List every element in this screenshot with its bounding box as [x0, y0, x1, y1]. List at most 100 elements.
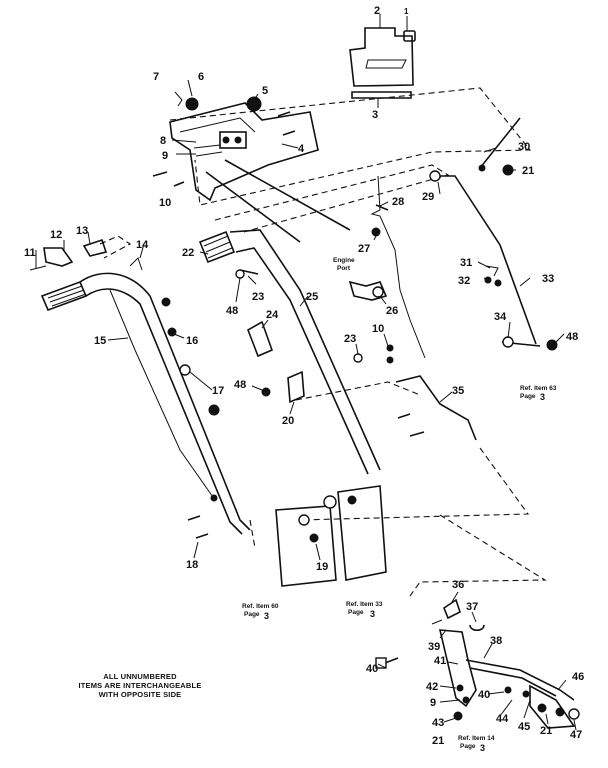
callout-14: 14: [136, 239, 149, 251]
leader-lines: [35, 79, 577, 731]
callout-30: 30: [518, 141, 530, 153]
callout-47: 47: [570, 729, 582, 741]
callout-1: 1: [404, 7, 409, 16]
grommet-27: [371, 227, 381, 237]
callout-32: 32: [458, 275, 470, 287]
callout-11: 11: [24, 247, 36, 259]
interchangeable-note: ALL UNNUMBERED ITEMS ARE INTERCHANGEABLE…: [40, 672, 240, 699]
frame-outline: [99, 87, 547, 597]
callout-48-lower: 48: [234, 379, 246, 391]
callout-21-top: 21: [522, 165, 534, 177]
callout-35: 35: [452, 385, 464, 397]
nut-48-right: [546, 339, 558, 351]
callout-24: 24: [266, 309, 279, 321]
callout-41: 41: [434, 655, 446, 667]
ref-60-line1: Ref. Item 60: [242, 603, 279, 610]
ref-33-line2: Page: [348, 609, 364, 616]
decal-plate: [349, 27, 414, 87]
callout-20: 20: [282, 415, 294, 427]
callout-19: 19: [316, 561, 328, 573]
decal-tab: [403, 30, 416, 42]
screw-c: [152, 171, 168, 177]
ref-33-page: 3: [370, 609, 375, 619]
rod-30: [479, 117, 521, 169]
callout-7: 7: [153, 71, 159, 83]
callout-40-right: 40: [478, 689, 490, 701]
callout-2: 2: [374, 5, 380, 17]
ref-14-line1: Ref. Item 14: [458, 735, 495, 742]
callout-42: 42: [426, 681, 438, 693]
callout-5: 5: [262, 85, 268, 97]
engine-port-label-line1: Engine: [333, 257, 355, 264]
switch-8: [219, 131, 247, 149]
callout-16: 16: [186, 335, 198, 347]
callout-36: 36: [452, 579, 464, 591]
callout-22: 22: [182, 247, 194, 259]
dash-panel: [152, 91, 319, 202]
callout-46: 46: [572, 671, 584, 683]
control-rods: [205, 117, 558, 359]
screw-b: [282, 130, 296, 136]
callout-8: 8: [160, 135, 166, 147]
callout-21-bottom-left: 21: [432, 735, 444, 747]
note-line3: WITH OPPOSITE SIDE: [98, 690, 182, 699]
fitting-26: [348, 280, 388, 301]
callout-38: 38: [490, 635, 502, 647]
callout-23-upper: 23: [252, 291, 264, 303]
callout-10-mid: 10: [372, 323, 384, 335]
callout-21-bottom-right: 21: [540, 725, 552, 737]
callout-28: 28: [392, 196, 404, 208]
panel-ref-60: [275, 505, 337, 587]
ref-60-line2: Page: [244, 611, 260, 618]
ref-14-line2: Page: [460, 743, 476, 750]
engine-cable: [370, 175, 426, 359]
callout-10-top: 10: [159, 197, 171, 209]
side-panels: [275, 485, 387, 587]
ref-33-line1: Ref. Item 33: [346, 601, 383, 608]
ref-14-page: 3: [480, 743, 485, 753]
lower-linkage: [375, 598, 580, 729]
callout-9-lower: 9: [430, 697, 436, 709]
spacer-34: [502, 336, 514, 348]
bracket-12: [43, 247, 74, 267]
callout-48-upper: 48: [226, 305, 238, 317]
callout-26: 26: [386, 305, 398, 317]
wire-clip-7: [174, 91, 183, 107]
callout-31: 31: [460, 257, 472, 269]
spring-36: [443, 598, 461, 620]
callout-39: 39: [428, 641, 440, 653]
callout-15: 15: [94, 335, 106, 347]
ref-63-line1: Ref. Item 63: [520, 385, 557, 392]
callout-29: 29: [422, 191, 434, 203]
callout-17: 17: [212, 385, 224, 397]
callout-33: 33: [542, 273, 554, 285]
rod-35: [395, 375, 477, 441]
engine-port-label-line2: Port: [337, 265, 351, 272]
callout-12: 12: [50, 229, 62, 241]
diagram-labels: Engine Port Ref. Item 63 Page 3 Ref. Ite…: [242, 257, 557, 753]
callout-48-right: 48: [566, 331, 578, 343]
bolt-40: [375, 657, 387, 669]
callout-43: 43: [432, 717, 444, 729]
decal-slot: [365, 59, 407, 69]
callout-3: 3: [372, 109, 378, 121]
callout-34: 34: [494, 311, 507, 323]
cap-13: [82, 238, 108, 257]
callout-27: 27: [358, 243, 370, 255]
callout-4: 4: [298, 143, 305, 155]
callout-45: 45: [518, 721, 530, 733]
callout-44: 44: [496, 713, 509, 725]
knob-6: [185, 97, 199, 111]
ref-63-page: 3: [540, 392, 545, 402]
knob-5: [246, 96, 262, 112]
lever-24: [247, 320, 274, 358]
screw-a: [277, 111, 291, 117]
callout-23-lower: 23: [344, 333, 356, 345]
callout-9: 9: [162, 150, 168, 162]
note-line1: ALL UNNUMBERED: [103, 672, 177, 681]
decal-plate-assembly: [349, 14, 416, 108]
ref-63-line2: Page: [520, 393, 536, 400]
decal-strip: [351, 91, 412, 99]
shift-rod-33: [430, 175, 537, 345]
